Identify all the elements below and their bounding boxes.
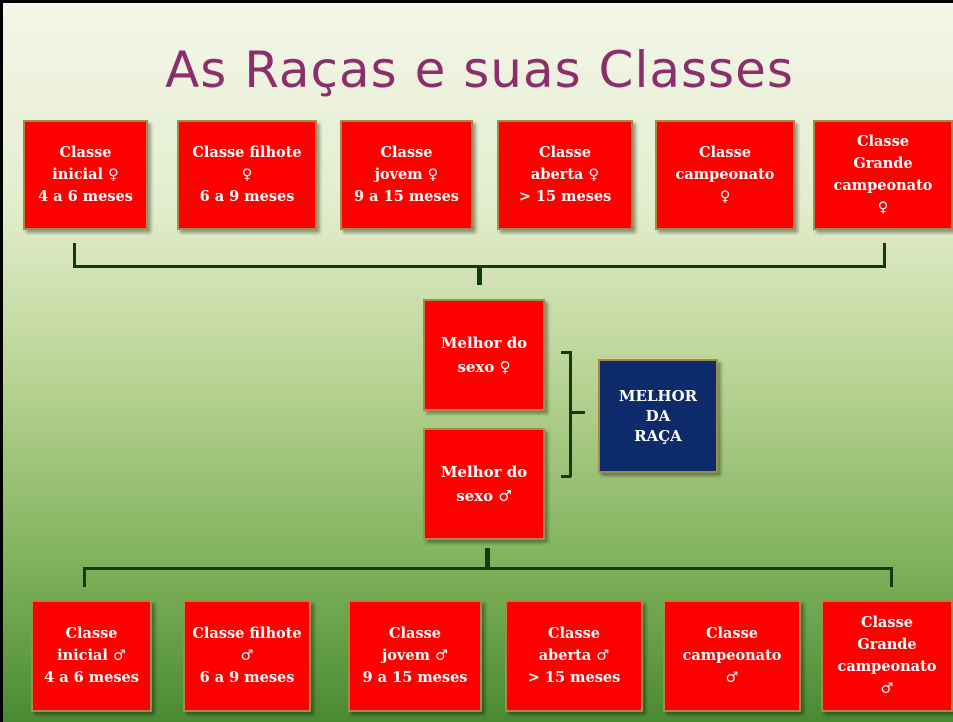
female-class-label: Classe inicial ♀ 4 a 6 meses: [38, 144, 133, 205]
male-class-label: Classe jovem ♂ 9 a 15 meses: [362, 625, 468, 686]
best-male-label: Melhor do sexo ♂: [440, 463, 528, 505]
connector-line: [83, 567, 893, 570]
male-class-box: Classe inicial ♂ 4 a 6 meses: [31, 600, 152, 712]
connector-line: [485, 548, 490, 568]
connector-line: [477, 265, 482, 285]
female-class-box: Classe aberta ♀ > 15 meses: [497, 120, 633, 230]
female-class-box: Classe campeonato ♀: [655, 120, 795, 230]
female-class-label: Classe campeonato ♀: [675, 144, 775, 205]
slide-title: As Raças e suas Classes: [165, 41, 794, 99]
male-class-label: Classe campeonato ♂: [682, 625, 782, 686]
female-class-box: Classe inicial ♀ 4 a 6 meses: [23, 120, 148, 230]
female-class-box: Classe filhote ♀ 6 a 9 meses: [177, 120, 317, 230]
male-class-label: Classe Grande campeonato ♂: [837, 614, 937, 697]
best-of-breed-box: MELHOR DA RAÇA: [598, 359, 718, 473]
connector-line: [883, 243, 886, 267]
bracket-line: [569, 351, 572, 477]
male-class-label: Classe inicial ♂ 4 a 6 meses: [44, 625, 139, 686]
female-class-label: Classe filhote ♀ 6 a 9 meses: [192, 144, 302, 205]
female-class-label: Classe jovem ♀ 9 a 15 meses: [354, 144, 459, 205]
best-male-box: Melhor do sexo ♂: [423, 428, 545, 540]
bracket-line: [571, 411, 585, 414]
male-class-box: Classe campeonato ♂: [663, 600, 801, 712]
best-female-box: Melhor do sexo ♀: [423, 299, 545, 411]
male-class-label: Classe filhote ♂ 6 a 9 meses: [192, 625, 302, 686]
connector-line: [890, 567, 893, 587]
male-class-box: Classe filhote ♂ 6 a 9 meses: [183, 600, 311, 712]
connector-line: [83, 567, 86, 587]
best-female-label: Melhor do sexo ♀: [440, 334, 528, 376]
best-of-breed-label: MELHOR DA RAÇA: [618, 387, 698, 445]
female-class-label: Classe aberta ♀ > 15 meses: [518, 144, 612, 205]
female-class-box: Classe Grande campeonato ♀: [813, 120, 953, 230]
male-class-box: Classe Grande campeonato ♂: [821, 600, 953, 712]
male-class-box: Classe jovem ♂ 9 a 15 meses: [348, 600, 482, 712]
bracket-line: [561, 475, 571, 478]
female-class-label: Classe Grande campeonato ♀: [833, 133, 933, 216]
male-class-box: Classe aberta ♂ > 15 meses: [505, 600, 643, 712]
bracket-line: [561, 351, 571, 354]
female-class-box: Classe jovem ♀ 9 a 15 meses: [340, 120, 473, 230]
connector-line: [73, 243, 76, 267]
male-class-label: Classe aberta ♂ > 15 meses: [527, 625, 621, 686]
